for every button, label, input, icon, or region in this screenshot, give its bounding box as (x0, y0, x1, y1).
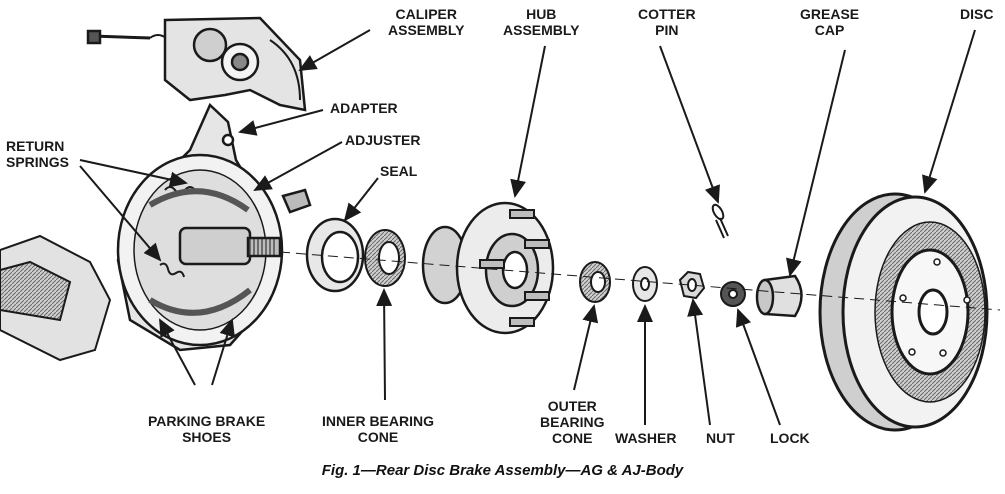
axis-centerline (279, 251, 1001, 311)
label-line: ADJUSTER (345, 132, 421, 148)
label-line: CONE (552, 430, 593, 446)
label-line: SPRINGS (6, 154, 70, 170)
label-outer-bearing-cone: OUTER BEARING CONE (540, 398, 605, 446)
label-line: HUB (526, 6, 557, 22)
label-line: CONE (357, 429, 399, 445)
label-parking-brake-shoes: PARKING BRAKE SHOES (148, 413, 265, 445)
label-seal: SEAL (380, 163, 417, 179)
inner-bearing-cone (364, 229, 406, 287)
hub-assembly (421, 201, 555, 335)
label-line: ADAPTER (330, 100, 398, 116)
backing-plate (116, 102, 312, 352)
label-line: CALIPER (395, 6, 457, 22)
label-line: COTTER (638, 6, 696, 22)
label-line: NUT (706, 430, 735, 446)
label-line: ASSEMBLY (503, 22, 580, 38)
label-nut: NUT (706, 430, 735, 446)
nut (678, 270, 706, 300)
axle-arm (0, 234, 112, 362)
leader-lines (79, 29, 976, 426)
cotter-pin (711, 203, 729, 239)
label-line: RETURN (6, 138, 65, 154)
label-adjuster: ADJUSTER (345, 132, 420, 148)
lock (720, 281, 746, 307)
label-line: BEARING (540, 414, 605, 430)
label-adapter: ADAPTER (330, 100, 398, 116)
outer-bearing-cone (579, 261, 611, 303)
label-line: INNER BEARING (322, 413, 435, 429)
washer (632, 266, 658, 302)
label-line: SEAL (380, 163, 418, 179)
label-lock: LOCK (770, 430, 810, 446)
label-line: DISC (960, 6, 994, 22)
label-return-springs: RETURN SPRINGS (6, 138, 69, 170)
label-line: LOCK (770, 430, 810, 446)
label-line: PIN (655, 22, 679, 38)
label-caliper-assembly: CALIPER ASSEMBLY (388, 6, 465, 38)
grease-cap (755, 274, 803, 318)
label-inner-bearing-cone: INNER BEARING CONE (322, 413, 434, 445)
label-disc: DISC (960, 6, 993, 22)
seal (305, 217, 365, 293)
disc (818, 192, 989, 432)
label-grease-cap: GREASE CAP (800, 6, 859, 38)
label-line: GREASE (800, 6, 860, 22)
label-line: CAP (814, 22, 845, 38)
label-washer: WASHER (615, 430, 676, 446)
label-line: OUTER (547, 398, 597, 414)
label-line: WASHER (615, 430, 677, 446)
label-line: SHOES (182, 429, 232, 445)
label-line: PARKING BRAKE (148, 413, 266, 429)
label-hub-assembly: HUB ASSEMBLY (503, 6, 580, 38)
label-cotter-pin: COTTER PIN (638, 6, 696, 38)
figure-caption: Fig. 1—Rear Disc Brake Assembly—AG & AJ-… (321, 462, 684, 479)
label-line: ASSEMBLY (388, 22, 465, 38)
caliper-assembly (86, 16, 307, 112)
